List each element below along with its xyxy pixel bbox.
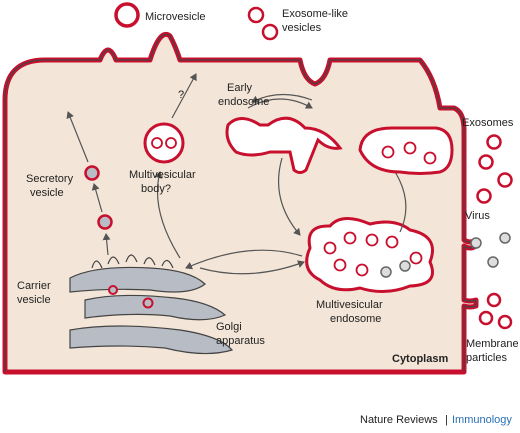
arrow-golgi-to-mve bbox=[199, 260, 305, 275]
label-exosomes: Exosomes bbox=[462, 117, 514, 129]
label-carrier-vesicle-2: vesicle bbox=[17, 294, 51, 306]
intraluminal-vesicle bbox=[365, 233, 379, 247]
exosome bbox=[497, 172, 513, 188]
arrow-mve-to-golgi bbox=[185, 249, 303, 270]
arrow-loop-back bbox=[251, 93, 313, 103]
label-membrane-particles-2: particles bbox=[466, 352, 507, 364]
carrier-vesicle bbox=[108, 285, 118, 295]
exosome bbox=[476, 188, 492, 204]
mvb-vesicle bbox=[381, 145, 395, 159]
golgi-trans-face bbox=[91, 254, 174, 269]
arrow-golgi-to-mvb bbox=[154, 171, 181, 259]
arrow-early-endosome-loop bbox=[247, 98, 313, 109]
label-multivesicular-body: Multivesicular bbox=[129, 169, 196, 181]
footer-credit: Nature Reviews | Immunology bbox=[360, 414, 512, 426]
arrow-vesicle-to-membrane bbox=[66, 111, 89, 163]
golgi-cisterna-2 bbox=[84, 294, 227, 321]
label-cytoplasm: Cytoplasm bbox=[392, 353, 448, 365]
intraluminal-vesicle bbox=[323, 241, 337, 255]
multivesicular-endosome bbox=[305, 217, 434, 293]
intraluminal-vesicle bbox=[343, 231, 357, 245]
exosome bbox=[486, 134, 502, 150]
secretory-vesicle bbox=[97, 214, 113, 230]
label-secretory-vesicle-2: vesicle bbox=[30, 187, 64, 199]
label-carrier-vesicle: Carrier bbox=[17, 280, 51, 292]
arrow-vesicle-to-vesicle bbox=[91, 183, 103, 213]
label-golgi-2: apparatus bbox=[216, 335, 265, 347]
exosome bbox=[478, 154, 494, 170]
mve-membrane bbox=[305, 217, 434, 293]
multivesicular-body bbox=[143, 73, 197, 164]
early-endosome-membrane bbox=[225, 116, 343, 174]
intraluminal-virus bbox=[399, 260, 411, 272]
carrier-vesicle bbox=[142, 297, 154, 309]
mvb-intraluminal-vesicle bbox=[165, 137, 177, 149]
mvb-vesicle bbox=[423, 151, 437, 165]
virus-particle bbox=[487, 256, 499, 268]
membrane-particle bbox=[478, 310, 494, 326]
early-endosome bbox=[225, 93, 343, 174]
exosome-release bbox=[358, 126, 454, 175]
intraluminal-vesicle bbox=[409, 251, 423, 265]
label-membrane-particles: Membrane bbox=[466, 338, 519, 350]
virus-particle bbox=[470, 237, 482, 249]
label-multivesicular-endosome: Multivesicular bbox=[316, 299, 383, 311]
label-virus: Virus bbox=[465, 210, 490, 222]
intraluminal-vesicle bbox=[385, 235, 399, 249]
exosome-like-vesicle bbox=[247, 6, 265, 24]
arrow-golgi-to-vesicle bbox=[102, 233, 111, 256]
arrow-mvb-to-membrane bbox=[171, 73, 197, 119]
label-microvesicle: Microvesicle bbox=[145, 11, 206, 23]
section-name: Immunology bbox=[452, 414, 512, 426]
mvb-outer bbox=[143, 122, 185, 164]
labels: Microvesicle Exosome-like vesicles ? Ear… bbox=[17, 8, 519, 365]
intraluminal-vesicle bbox=[333, 258, 347, 272]
label-exosome-like: Exosome-like bbox=[282, 8, 348, 20]
membrane-particle bbox=[497, 314, 513, 330]
intraluminal-vesicle bbox=[355, 263, 369, 277]
exosome-like-vesicle bbox=[261, 23, 279, 41]
virus-particle bbox=[499, 232, 511, 244]
arrow-endosome-to-mve bbox=[277, 157, 301, 236]
label-exosome-like-2: vesicles bbox=[282, 22, 322, 34]
extracellular-vesicles bbox=[114, 2, 513, 330]
mvb-vesicle bbox=[403, 141, 417, 155]
footer-separator: | bbox=[445, 414, 448, 426]
label-golgi: Golgi bbox=[216, 321, 242, 333]
label-secretory-vesicle: Secretory bbox=[26, 173, 74, 185]
membrane-particle bbox=[486, 292, 502, 308]
label-multivesicular-body-2: body? bbox=[141, 183, 171, 195]
golgi-apparatus bbox=[69, 254, 234, 355]
label-question-mark: ? bbox=[178, 89, 184, 101]
label-early-endosome: Early bbox=[227, 82, 253, 94]
microvesicle bbox=[114, 2, 140, 28]
secretory-pathway bbox=[66, 111, 113, 256]
golgi-cisterna-3 bbox=[69, 325, 234, 355]
cell-membrane-inner-line bbox=[4, 33, 477, 372]
mvb-intraluminal-vesicle bbox=[151, 137, 163, 149]
label-multivesicular-endosome-2: endosome bbox=[330, 313, 381, 325]
intraluminal-virus bbox=[380, 266, 392, 278]
secretory-vesicle bbox=[84, 165, 100, 181]
journal-name: Nature Reviews bbox=[360, 414, 438, 426]
label-early-endosome-2: endosome bbox=[218, 96, 269, 108]
